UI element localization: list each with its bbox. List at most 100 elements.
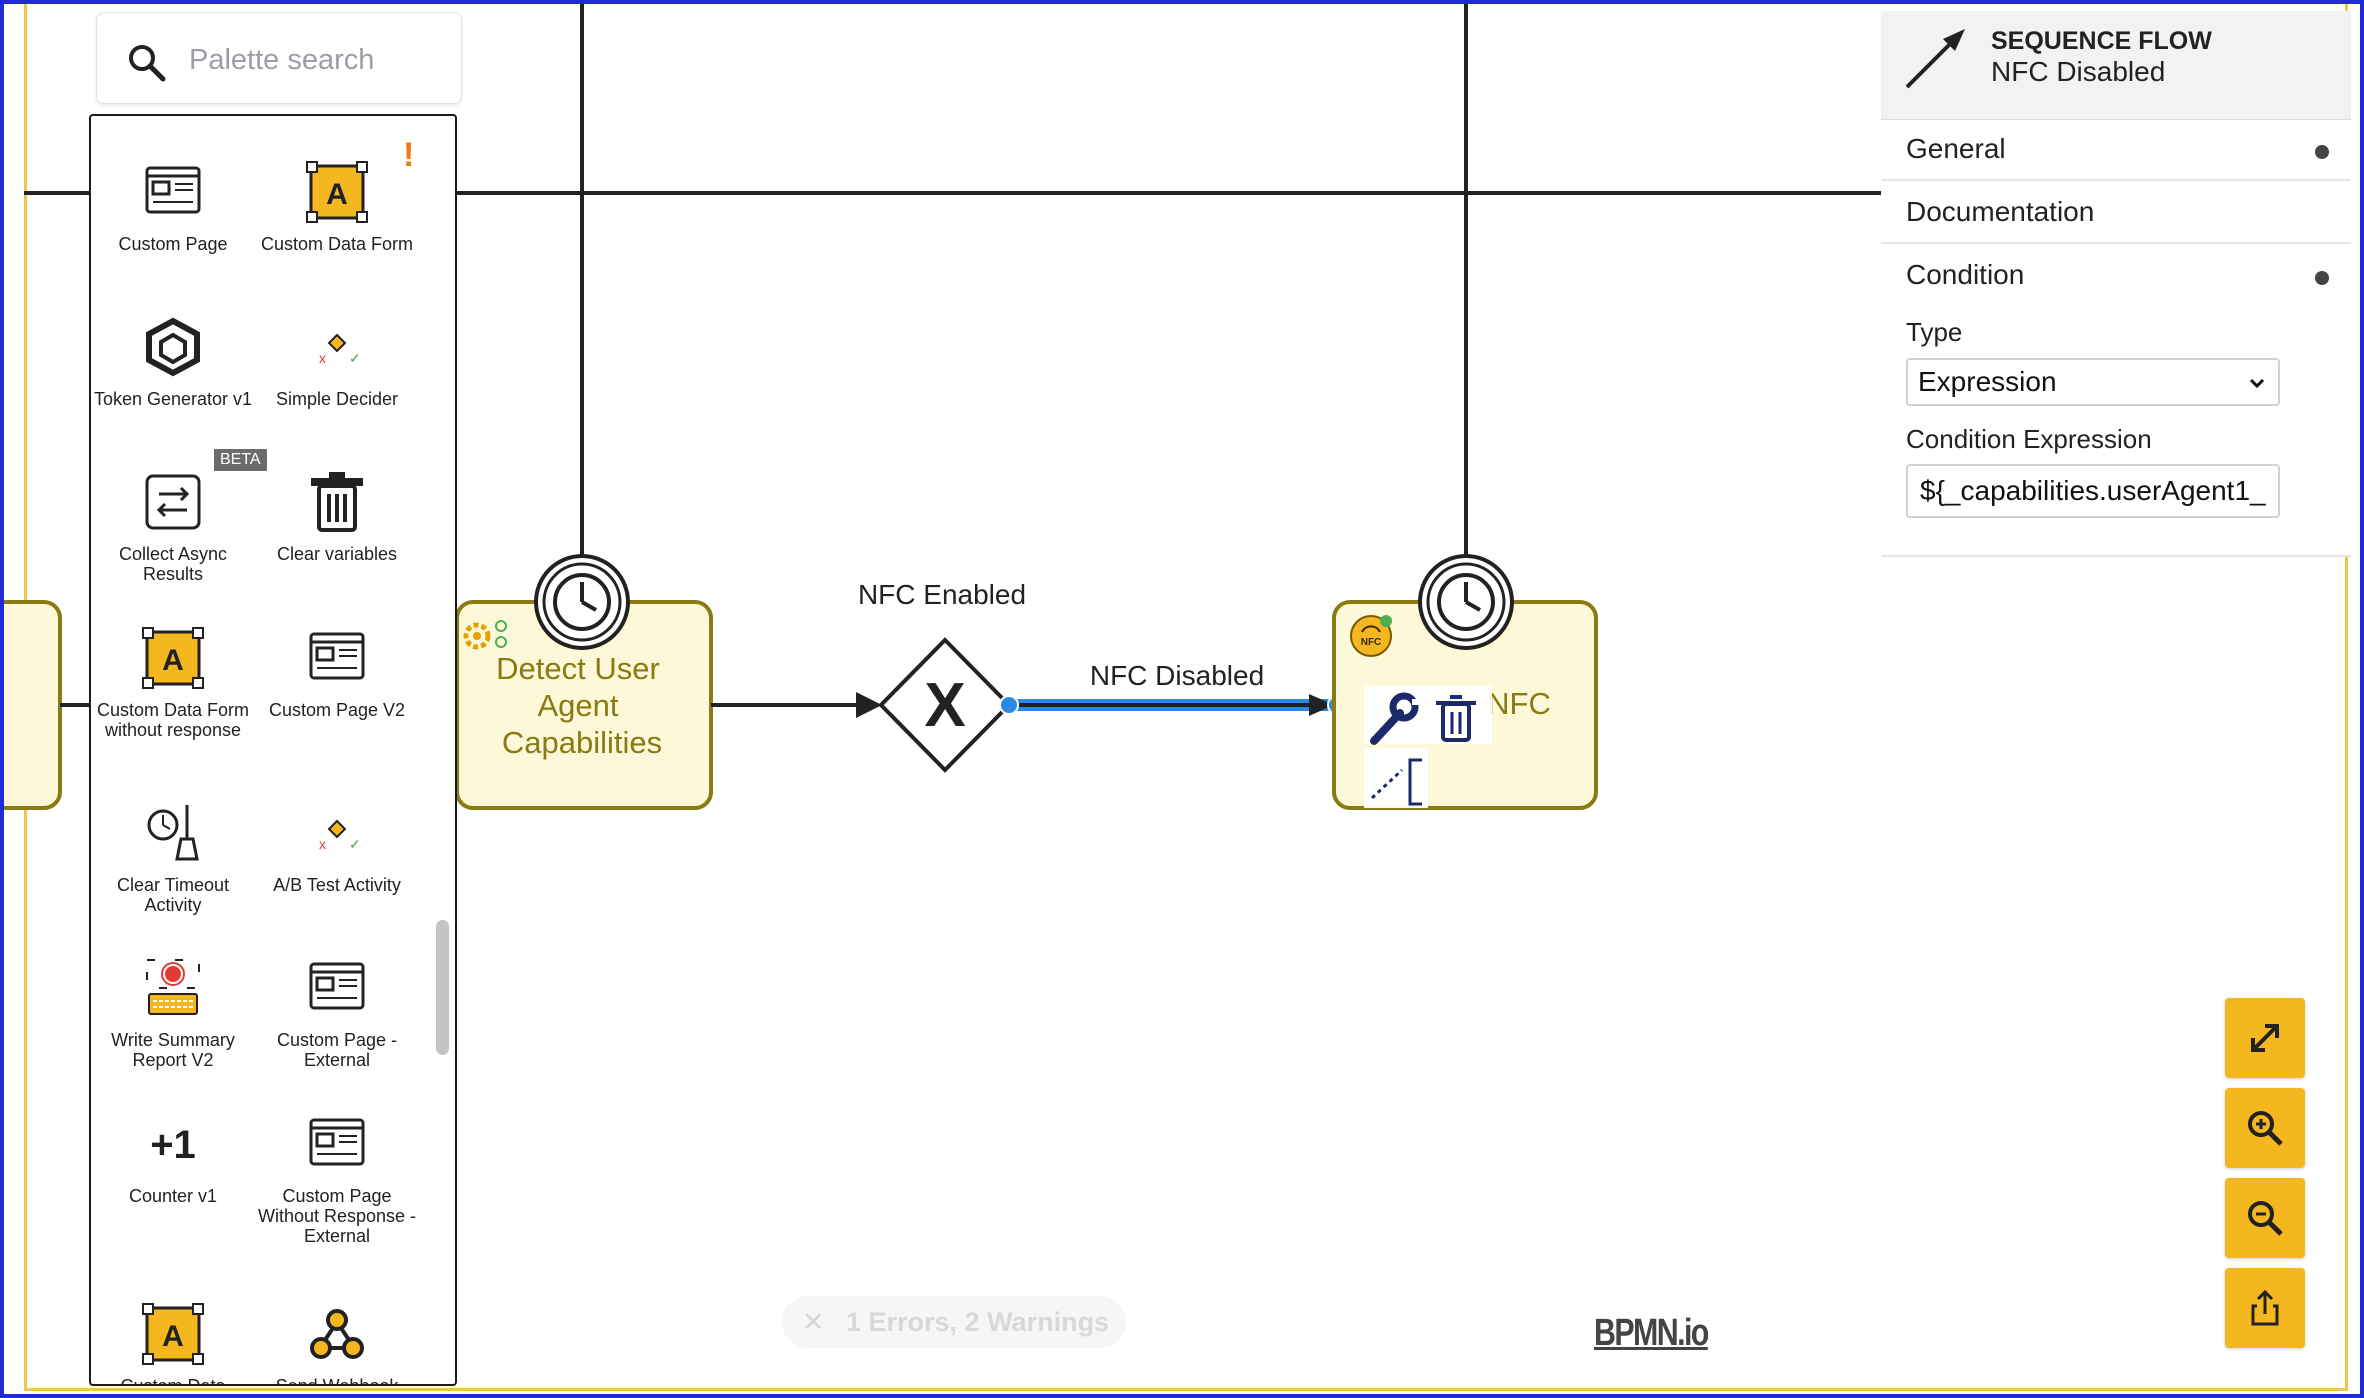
service-gear-icon (463, 620, 507, 650)
palette-scrollbar-thumb[interactable] (436, 920, 449, 1055)
collect-icon (145, 474, 201, 530)
group-condition[interactable]: Condition (1881, 245, 2351, 307)
palette-item-label: Clear variables (276, 544, 398, 564)
condition-expression-input[interactable] (1906, 464, 2280, 518)
palette-search-box[interactable] (96, 12, 462, 104)
form-a-icon: A (142, 627, 204, 689)
exclusive-gateway[interactable]: X (878, 637, 1012, 773)
panel-divider (1881, 555, 2351, 557)
sequence-flow-icon (1905, 29, 1965, 89)
svg-text:NFC: NFC (1361, 637, 1382, 648)
palette-item-custom-page-without-response[interactable]: Custom Page Without Response - External (255, 1112, 419, 1246)
condition-type-select[interactable]: Expression (1906, 358, 2280, 406)
timer-event-icon[interactable] (534, 554, 630, 650)
form-a-icon: A (142, 1303, 204, 1365)
palette-item-label: Custom Page V2 (268, 700, 406, 720)
decider-icon: x✓ (319, 819, 361, 852)
palette-item-clear-timeout[interactable]: Clear Timeout Activity (91, 801, 255, 915)
nfc-icon: NFC (1350, 615, 1392, 657)
export-button[interactable] (2225, 1268, 2305, 1348)
properties-panel: SEQUENCE FLOW NFC Disabled General Docum… (1881, 11, 2351, 557)
group-general[interactable]: General (1881, 119, 2351, 181)
element-name-label: NFC Disabled (1991, 56, 2166, 87)
palette-item-custom-data-form-no-response[interactable]: A Custom Data Form without response (91, 626, 255, 740)
palette-item-token-generator[interactable]: Token Generator v1 (91, 315, 255, 409)
page-icon (309, 1118, 365, 1166)
palette-item-label: Custom Data Form without response (96, 700, 250, 740)
fit-viewport-button[interactable] (2225, 998, 2305, 1078)
group-documentation[interactable]: Documentation (1881, 182, 2351, 244)
palette-item-custom-page[interactable]: Custom Page (91, 160, 255, 254)
properties-header: SEQUENCE FLOW NFC Disabled (1881, 11, 2351, 120)
palette-item-label: Custom Data (120, 1376, 226, 1386)
palette-item-clear-variables[interactable]: Clear variables (255, 470, 419, 564)
task-detect-label-3: Capabilities (502, 725, 662, 760)
type-label: Type (1906, 317, 1963, 347)
palette-item-custom-data-form[interactable]: A Custom Data Form (255, 160, 419, 254)
svg-text:A: A (162, 644, 184, 677)
palette-scrollbar-track[interactable] (433, 136, 451, 1376)
palette-item-ab-test[interactable]: x✓ A/B Test Activity (255, 801, 419, 895)
wrench-icon[interactable] (1370, 692, 1424, 745)
palette-item-custom-data[interactable]: A Custom Data (91, 1302, 255, 1386)
palette-panel: ! BETA Custom Page A Custom Data Form To… (89, 114, 457, 1386)
group-general-title: General (1906, 133, 2006, 164)
flow-arrowhead (856, 692, 882, 718)
group-condition-title: Condition (1906, 259, 2025, 290)
palette-item-label: Custom Data Form (260, 234, 414, 254)
condition-expression-label: Condition Expression (1906, 424, 2152, 454)
palette-item-label: Counter v1 (128, 1186, 218, 1206)
zoom-out-button[interactable] (2225, 1178, 2305, 1258)
plus-one-icon: +1 (150, 1123, 196, 1167)
palette-item-write-summary[interactable]: Write Summary Report V2 (91, 956, 255, 1070)
palette-item-label: Simple Decider (275, 389, 399, 409)
palette-item-label: Collect Async Results (118, 544, 228, 584)
bpmn-io-logo[interactable]: BPMN.io (1594, 1312, 1709, 1354)
zoom-in-icon (2248, 1111, 2283, 1146)
palette-item-simple-decider[interactable]: x✓ Simple Decider (255, 315, 419, 409)
search-icon (129, 45, 166, 82)
lint-status-pill[interactable]: ✕ 1 Errors, 2 Warnings (782, 1296, 1126, 1348)
palette-item-label: Clear Timeout Activity (116, 875, 230, 915)
task-nfc-label: NFC (1487, 686, 1551, 721)
task-detect-user-agent[interactable]: Detect User Agent Capabilities (455, 600, 713, 810)
warning-mark: ! (403, 136, 415, 174)
page-icon (145, 166, 201, 214)
zoom-in-button[interactable] (2225, 1088, 2305, 1168)
partial-task (4, 600, 62, 810)
palette-item-collect-async[interactable]: Collect Async Results (91, 470, 255, 584)
palette-item-label: Custom Page - External (276, 1030, 398, 1070)
share-export-icon (2251, 1289, 2279, 1326)
trash-icon (311, 472, 363, 532)
bpmn-canvas[interactable]: Detect User Agent Capabilities X NFC Ena (4, 4, 2364, 1398)
chevron-down-icon (2249, 378, 2265, 389)
webhook-icon (310, 1309, 364, 1359)
palette-item-label: Token Generator v1 (93, 389, 253, 409)
task-detect-label-2: Agent (537, 688, 618, 723)
palette-item-custom-page-v2[interactable]: Custom Page V2 (255, 626, 419, 720)
palette-item-label: Write Summary Report V2 (111, 1030, 235, 1070)
palette-search-input[interactable] (187, 37, 451, 83)
svg-text:A: A (326, 178, 348, 211)
condition-type-value: Expression (1918, 366, 2057, 397)
palette-item-custom-page-external[interactable]: Custom Page - External (255, 956, 419, 1070)
text-annotation-icon[interactable] (1370, 758, 1422, 806)
record-icon (146, 959, 200, 1015)
expand-icon (2251, 1024, 2279, 1052)
palette-item-send-webhook[interactable]: Send Webhook (255, 1302, 419, 1384)
sequence-flow-nfc-disabled[interactable] (999, 694, 1347, 716)
clock-broom-icon (147, 805, 199, 861)
form-a-icon: A (306, 161, 368, 223)
palette-item-counter[interactable]: +1 Counter v1 (91, 1112, 255, 1206)
delete-trash-icon[interactable] (1436, 695, 1476, 742)
gateway-symbol: X (924, 671, 965, 740)
svg-text:A: A (162, 1320, 184, 1353)
close-icon[interactable]: ✕ (802, 1307, 825, 1337)
svg-text:x: x (319, 836, 326, 852)
zoom-out-icon (2248, 1201, 2283, 1236)
timer-event-icon-nfc[interactable] (1418, 554, 1514, 650)
group-data-indicator (2315, 271, 2329, 285)
hexagon-icon (146, 317, 200, 377)
svg-text:x: x (319, 350, 326, 366)
page-icon (309, 962, 365, 1010)
